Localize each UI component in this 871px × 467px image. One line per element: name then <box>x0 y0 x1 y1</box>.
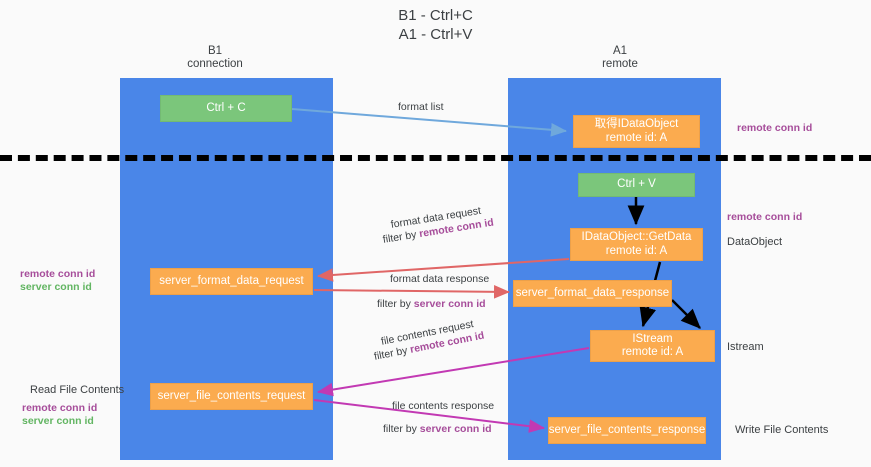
connector-response-to-istream <box>671 299 701 329</box>
annotation-write-file-contents: Write File Contents <box>735 424 829 436</box>
annotation-remote-conn-id-mid: remote conn id <box>727 211 803 223</box>
edge-label-file-contents-response: file contents response <box>392 400 495 412</box>
column-header-a1: A1 remote <box>602 45 638 70</box>
edge-label-format-data-response-filter: filter by server conn id <box>377 298 486 311</box>
edge-label-file-contents-response-filter: filter by server conn id <box>383 423 492 436</box>
annotation-remote-conn-id-top: remote conn id <box>737 122 813 134</box>
column-header-b1: B1 connection <box>187 45 243 70</box>
node-ctrl-v[interactable]: Ctrl + V <box>578 173 695 197</box>
node-istream[interactable]: IStream remote id: A <box>590 330 715 362</box>
node-idataobject[interactable]: 取得IDataObject remote id: A <box>573 115 700 148</box>
node-server-file-contents-request[interactable]: server_file_contents_request <box>150 383 313 410</box>
annotation-server-conn-id: server conn id <box>20 281 92 293</box>
edge-label-format-data-response: format data response <box>390 273 490 285</box>
filter-key-server-conn-id: server conn id <box>413 298 486 310</box>
filter-prefix: filter by <box>383 423 420 435</box>
node-ctrl-c[interactable]: Ctrl + C <box>160 95 292 122</box>
connector-file-contents-request <box>317 347 590 397</box>
annotation-dataobject: DataObject <box>727 236 783 248</box>
annotation-conn-id-group-top: remote conn id server conn id <box>20 268 95 294</box>
node-server-file-contents-response[interactable]: server_file_contents_response <box>548 417 706 444</box>
edge-label-format-list: format list <box>398 101 444 113</box>
annotation-server-conn-id: server conn id <box>22 415 94 427</box>
node-server-format-data-response[interactable]: server_format_data_response <box>513 280 672 307</box>
annotation-remote-conn-id: remote conn id <box>22 402 98 414</box>
annotation-read-file-contents: Read File Contents <box>30 384 125 396</box>
node-idataobject-getdata[interactable]: IDataObject::GetData remote id: A <box>570 228 703 261</box>
annotation-conn-id-group-bottom: remote conn id server conn id <box>22 402 97 428</box>
annotation-istream: Istream <box>727 341 764 353</box>
filter-key-server-conn-id: server conn id <box>419 423 492 435</box>
connector-format-data-response <box>313 285 510 299</box>
node-server-format-data-request[interactable]: server_format_data_request <box>150 268 313 295</box>
diagram-title: B1 - Ctrl+C A1 - Ctrl+V <box>398 7 473 43</box>
connector-file-contents-response <box>313 399 545 433</box>
connector-format-list <box>291 108 567 137</box>
connector-format-data-request <box>317 258 570 282</box>
filter-prefix: filter by <box>377 298 414 310</box>
annotation-remote-conn-id: remote conn id <box>20 268 96 280</box>
phase-divider <box>0 155 871 161</box>
